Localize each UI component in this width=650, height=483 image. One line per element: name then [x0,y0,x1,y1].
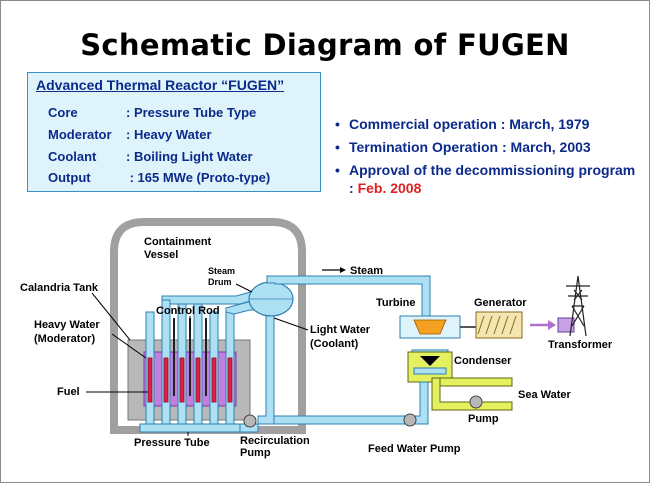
bullet-decommissioning-text: Approval of the decommissioning program … [349,162,636,196]
status-bullets: Commercial operation : March, 1979 Termi… [333,115,643,202]
inlet-header [139,423,241,433]
spec-row-coolant: Coolant : Boiling Light Water [48,149,253,164]
spec-value: : Pressure Tube Type [126,105,257,120]
label-transformer: Transformer [548,339,613,351]
label-containment: Containment [144,236,212,248]
recirculation-pump-icon [243,414,257,428]
label-steam-drum-2: Drum [208,277,232,287]
generator-hatching [477,315,517,335]
page-title: Schematic Diagram of FUGEN [80,28,570,62]
label-generator: Generator [474,297,527,309]
control-rods [173,318,207,396]
steam-arrow-head [340,267,346,273]
spec-key: Output [48,170,91,185]
label-moderator: (Moderator) [34,333,95,345]
bullet-termination: Termination Operation : March, 2003 [333,138,643,156]
fuel-rod [211,357,217,403]
spec-row-output: Output : 165 MWe (Proto-type) [48,170,270,185]
leader-calandria [91,292,131,341]
spec-box: Advanced Thermal Reactor “FUGEN” Core : P… [27,72,321,192]
label-fuel: Fuel [57,386,80,398]
transmission-tower-icon [566,275,590,337]
fuel-rod [163,357,169,403]
power-arrow-head [548,320,556,330]
leader-heavy-water [111,333,147,359]
label-recirculation-pump: Pump [240,447,271,459]
sea-water-pump-icon [469,395,483,409]
label-recirculation: Recirculation [240,435,310,447]
sea-water-loop [431,377,513,411]
fuel-rod [227,357,233,403]
condenser-tubes [413,367,447,375]
condenser-arrow-icon [420,356,440,366]
leader-light-water [273,317,309,331]
label-heavy-water: Heavy Water [34,319,100,331]
label-turbine: Turbine [376,297,416,309]
fuel-rod [179,357,185,403]
sea-water-in [431,377,513,411]
label-feed-water-pump: Feed Water Pump [368,443,461,455]
feed-water-pump-icon [403,413,417,427]
spec-value: : Heavy Water [126,127,212,142]
label-calandria-tank: Calandria Tank [20,282,99,294]
sea-water-out [439,377,513,387]
label-condenser: Condenser [454,355,512,367]
spec-value: : 165 MWe (Proto-type) [126,170,271,185]
label-steam: Steam [350,265,383,277]
bullet-commercial-operation: Commercial operation : March, 1979 [333,115,643,133]
transformer-icon [557,317,575,333]
spec-key: Core [48,105,78,120]
spec-key: Moderator [48,127,112,142]
label-light-water: Light Water [310,324,371,336]
bullet-decommissioning: Approval of the decommissioning program … [333,161,643,197]
label-coolant: (Coolant) [310,338,359,350]
label-pump: Pump [468,413,499,425]
spec-value: : Boiling Light Water [126,149,253,164]
label-vessel: Vessel [144,249,178,261]
leader-lines [86,283,309,436]
label-control-rod: Control Rod [156,305,220,317]
spec-row-moderator: Moderator : Heavy Water [48,127,212,142]
spec-key: Coolant [48,149,97,164]
label-steam-drum-1: Steam [208,266,235,276]
spec-heading: Advanced Thermal Reactor “FUGEN” [36,77,285,93]
spec-row-core: Core : Pressure Tube Type [48,105,256,120]
fuel-rod [147,357,153,403]
turbine-rotor-icon [413,319,447,335]
leader-steam-drum [235,283,253,293]
label-sea-water: Sea Water [518,389,572,401]
fuel-rods [147,357,233,403]
decommissioning-date: Feb. 2008 [357,180,422,196]
fuel-rod [195,357,201,403]
label-pressure-tube: Pressure Tube [134,437,210,449]
generator-icon [475,311,523,339]
